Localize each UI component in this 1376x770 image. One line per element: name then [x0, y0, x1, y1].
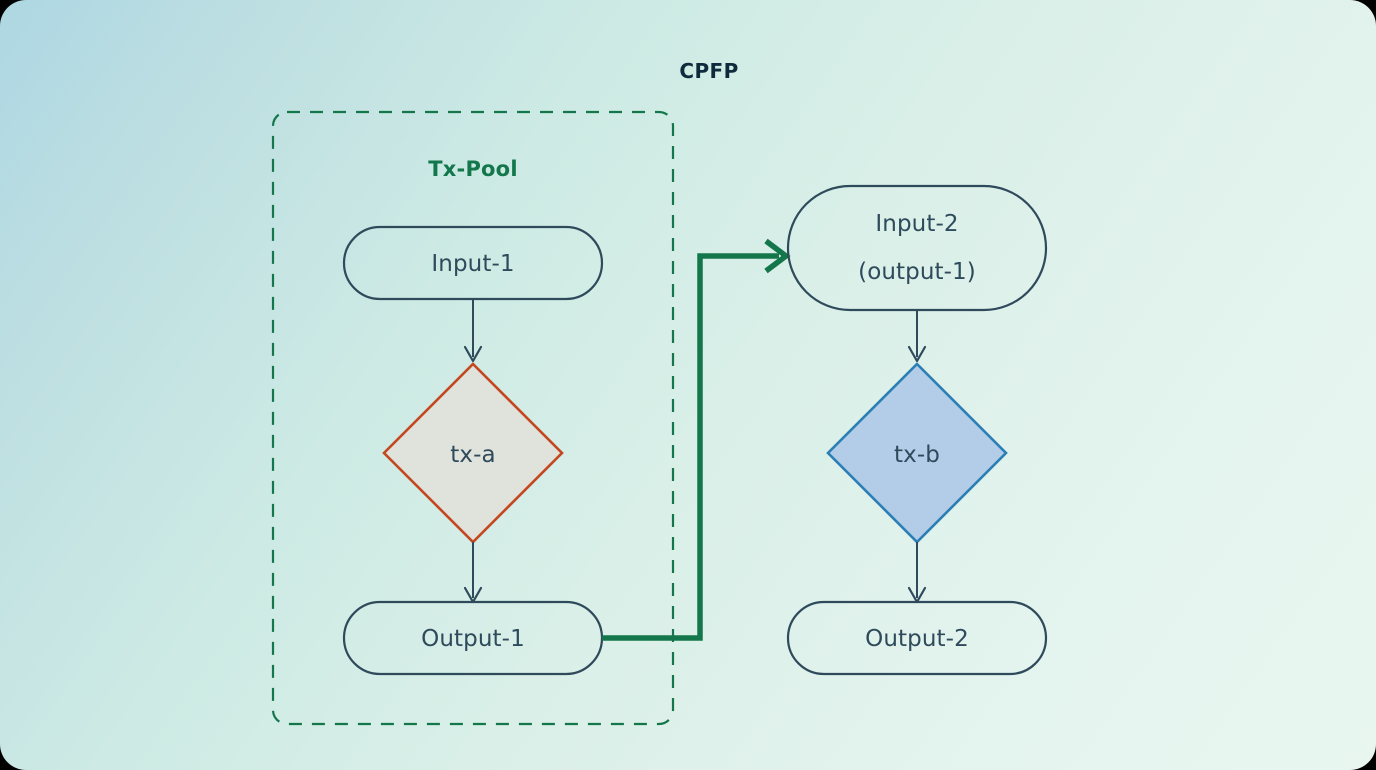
node-label-tx-a: tx-a [450, 442, 496, 468]
node-output-2[interactable] [786, 600, 1048, 676]
node-label-input-2-line2: (output-1) [858, 259, 976, 285]
edge-output1-input2-line [602, 253, 779, 641]
node-label-input-2-line1: Input-2 [875, 211, 959, 237]
subgraph-tx-pool-border [271, 110, 675, 726]
node-label-output-1: Output-1 [421, 626, 525, 652]
subgraph-title-tx-pool: Tx-Pool [428, 157, 518, 181]
node-input-2[interactable] [786, 184, 1048, 312]
node-label-tx-b: tx-b [894, 442, 940, 468]
edge-output1-input2-arrowhead [764, 238, 791, 274]
node-label-input-1: Input-1 [431, 251, 515, 277]
edge-input1-txa-arrowhead [463, 345, 483, 363]
node-label-output-2: Output-2 [865, 626, 969, 652]
diagram-title: CPFP [679, 59, 739, 83]
edge-input2-txb-arrowhead [907, 345, 927, 363]
